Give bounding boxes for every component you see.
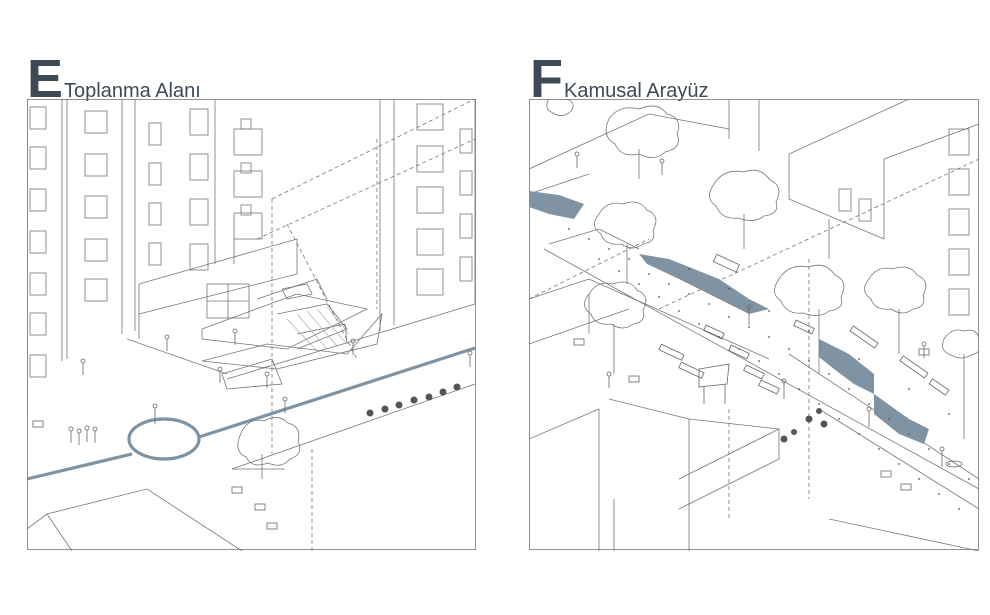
- panel-f-title: Kamusal Arayüz: [564, 80, 709, 102]
- planters: [780, 408, 828, 443]
- trees: [546, 99, 979, 439]
- building-top-right: [788, 99, 979, 316]
- panel-e-frame: [27, 99, 476, 550]
- pavilion: [138, 238, 383, 390]
- building-left: [27, 99, 216, 414]
- panel-e-illustration: [27, 99, 476, 551]
- building-bottom-left: [529, 278, 780, 551]
- gathering-circle: [127, 417, 201, 461]
- people: [574, 151, 945, 467]
- panel-e-title: Toplanma Alanı: [64, 80, 201, 102]
- panel-f-frame: [529, 99, 979, 550]
- ground-lines: [27, 303, 476, 551]
- kiosk: [698, 363, 730, 404]
- panel-e-heading: E Toplanma Alanı: [27, 49, 201, 109]
- building-right: [379, 99, 476, 331]
- blue-channel: [529, 191, 929, 444]
- panel-f-heading: F Kamusal Arayüz: [530, 49, 709, 109]
- street-edges: [543, 228, 979, 551]
- guide-lines: [256, 99, 476, 551]
- guide-lines: [529, 158, 979, 519]
- blue-path: [27, 346, 476, 481]
- panel-e-letter: E: [27, 49, 63, 109]
- pavement-dots: [568, 228, 970, 510]
- cafe-tables: [32, 420, 278, 530]
- benches: [658, 253, 950, 396]
- balconies: [233, 118, 263, 264]
- panel-f-illustration: [529, 99, 979, 551]
- building-top-left: [529, 99, 760, 195]
- pavilion-hatch: [286, 306, 350, 352]
- panel-f-letter: F: [530, 49, 563, 109]
- people: [68, 328, 473, 445]
- cafe-tables: [573, 338, 963, 491]
- trees: [237, 417, 301, 479]
- planters: [366, 383, 461, 417]
